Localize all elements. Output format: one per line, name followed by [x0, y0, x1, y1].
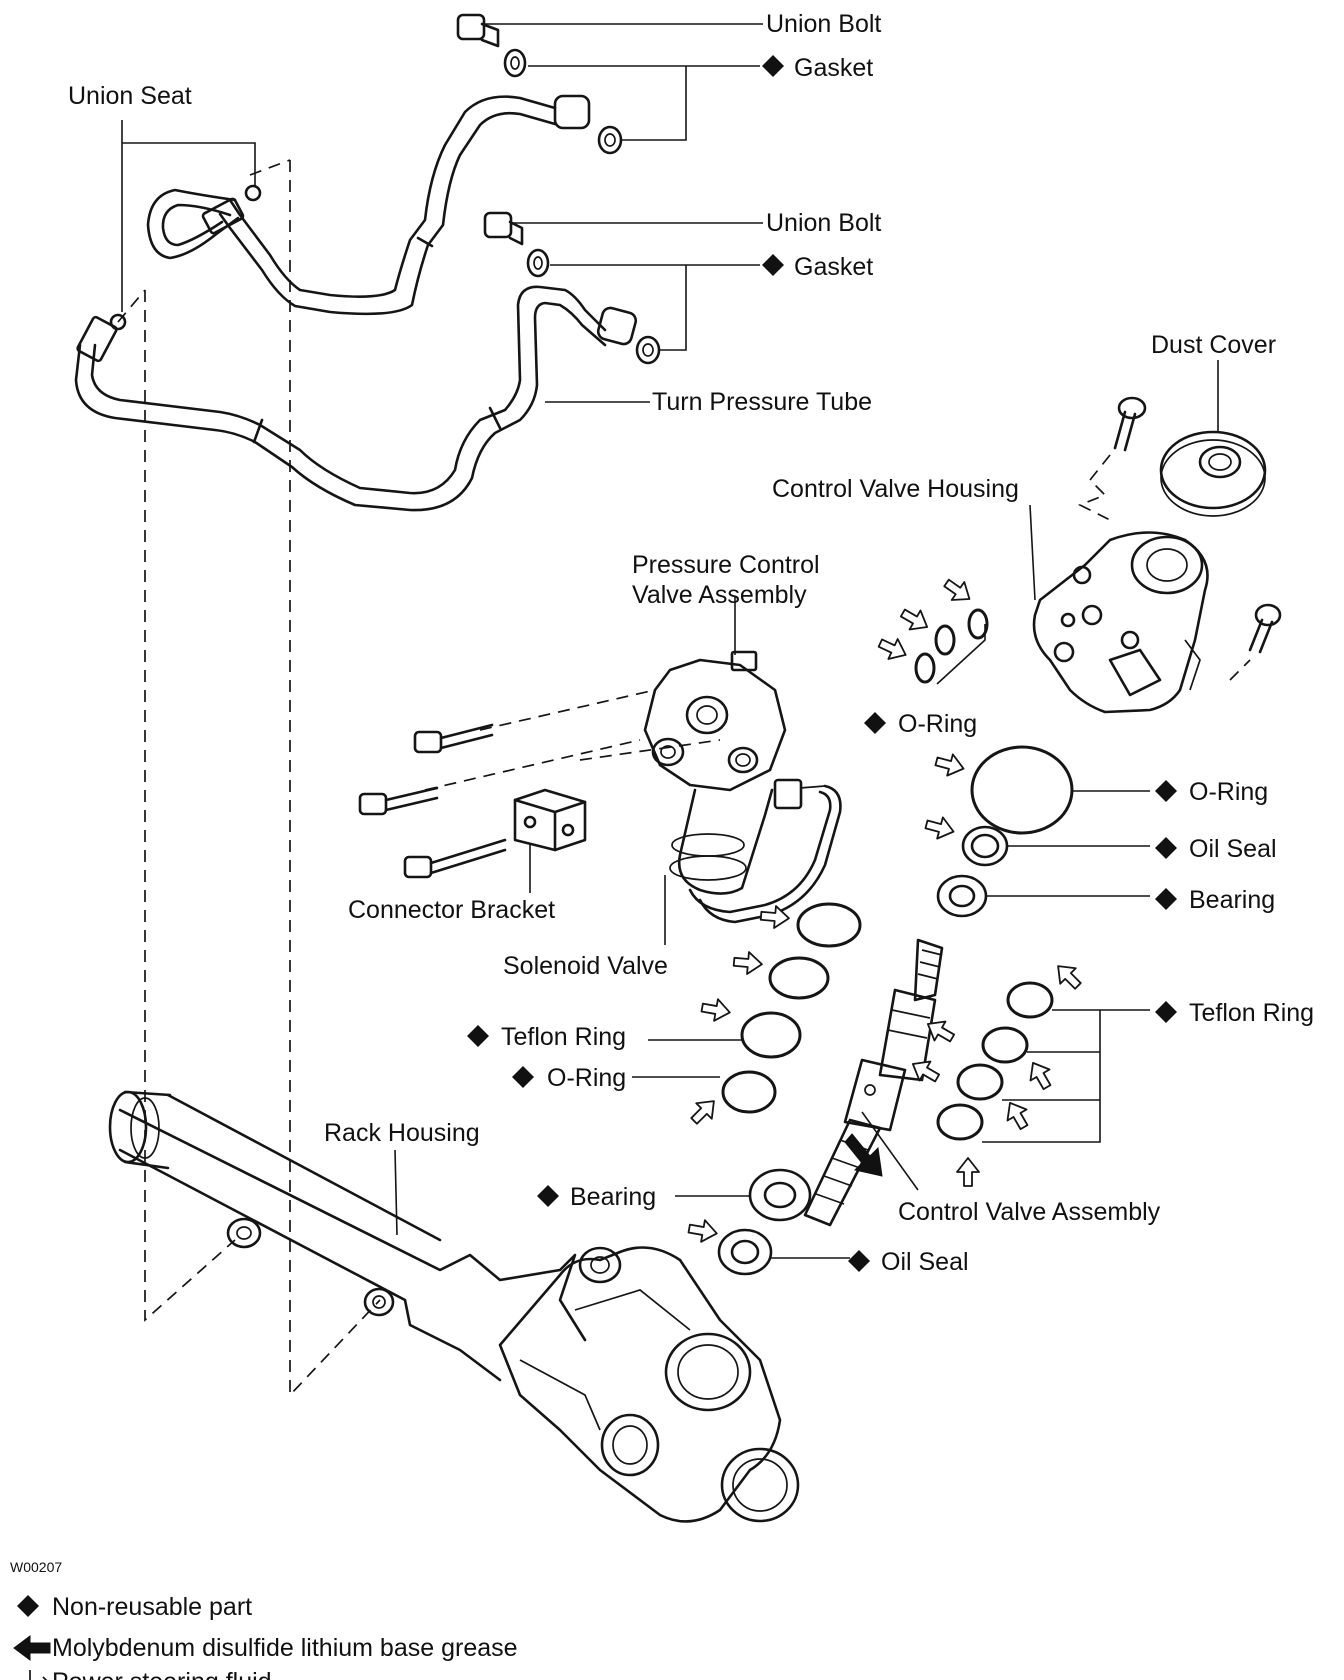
part-labels: Union Bolt Gasket Union Seat Union Bolt … [68, 10, 1314, 1276]
control-valve-assembly-drawing [803, 938, 944, 1227]
union-bolts-and-gaskets-drawing [456, 13, 661, 365]
label-oil-seal-right: Oil Seal [1189, 835, 1277, 863]
filled-diamond-icon [467, 1025, 489, 1047]
label-turn-pressure-tube: Turn Pressure Tube [652, 388, 872, 416]
label-bearing-lower: Bearing [570, 1183, 656, 1211]
label-dust-cover: Dust Cover [1151, 331, 1276, 359]
hollow-arrow-icon [732, 949, 764, 977]
label-union-seat: Union Seat [68, 82, 192, 110]
label-rack-housing: Rack Housing [324, 1119, 480, 1147]
hollow-arrow-icon [922, 812, 958, 844]
label-bearing-right: Bearing [1189, 886, 1275, 914]
o-rings-and-seals-drawing [717, 608, 1074, 1276]
filled-diamond-icon [1155, 837, 1177, 859]
filled-diamond-icon [762, 55, 784, 77]
hollow-arrow-icon [29, 1670, 48, 1680]
filled-diamond-icon [848, 1250, 870, 1272]
label-gasket-top: Gasket [794, 54, 873, 82]
hollow-arrow-icon [686, 1216, 720, 1246]
figure-code: W00207 [10, 1559, 62, 1575]
filled-diamond-icon [512, 1066, 534, 1088]
legend: Non-reusable part Molybdenum disulfide l… [13, 1593, 518, 1680]
assembly-guide-lines [117, 159, 1251, 1398]
lubrication-arrows [685, 573, 1087, 1246]
control-valve-housing-drawing [1032, 531, 1209, 714]
filled-diamond-icon [762, 254, 784, 276]
label-gasket-mid: Gasket [794, 253, 873, 281]
label-oil-seal-lower: Oil Seal [881, 1248, 969, 1276]
filled-diamond-icon [864, 712, 886, 734]
legend-item-fluid: Power steering fluid [52, 1668, 272, 1680]
hollow-arrow-icon [999, 1096, 1035, 1134]
dust-cover-drawing [1159, 430, 1267, 517]
label-pressure-control-valve-line1: Pressure Control [632, 551, 820, 579]
rack-housing-drawing [108, 1090, 800, 1523]
filled-diamond-icon [17, 1595, 39, 1617]
label-teflon-ring-left: Teflon Ring [501, 1023, 626, 1051]
label-o-ring-right: O-Ring [1189, 778, 1268, 806]
solid-arrow-icon [13, 1635, 51, 1661]
filled-diamond-icon [537, 1185, 559, 1207]
label-union-bolt-mid: Union Bolt [766, 209, 881, 237]
valve-mounting-bolts-drawing [358, 723, 507, 879]
connector-bracket-drawing [513, 788, 587, 852]
label-teflon-ring-right: Teflon Ring [1189, 999, 1314, 1027]
pressure-control-valve-drawing [643, 650, 842, 924]
hollow-arrow-icon [932, 749, 968, 781]
housing-bolts-drawing [1113, 396, 1282, 654]
turn-pressure-tube-drawing [74, 94, 638, 512]
legend-item-grease: Molybdenum disulfide lithium base grease [52, 1634, 518, 1662]
label-o-ring-left: O-Ring [547, 1064, 626, 1092]
filled-diamond-icon [1155, 780, 1177, 802]
label-o-ring-upper: O-Ring [898, 710, 977, 738]
hollow-arrow-icon [896, 602, 934, 638]
legend-item-non-reusable: Non-reusable part [52, 1593, 252, 1621]
label-control-valve-housing: Control Valve Housing [772, 475, 1019, 503]
label-union-bolt-top: Union Bolt [766, 10, 881, 38]
hollow-arrow-icon [1022, 1056, 1058, 1094]
hollow-arrow-icon [939, 573, 977, 609]
filled-diamond-icon [1155, 1001, 1177, 1023]
leader-lines [121, 23, 1219, 1259]
hollow-arrow-icon [956, 1157, 980, 1187]
hollow-arrow-icon [1049, 957, 1087, 995]
label-control-valve-assembly: Control Valve Assembly [898, 1198, 1161, 1226]
label-connector-bracket: Connector Bracket [348, 896, 555, 924]
label-pressure-control-valve-line2: Valve Assembly [632, 581, 807, 609]
filled-diamond-icon [1155, 888, 1177, 910]
hollow-arrow-icon [699, 995, 733, 1025]
solid-arrow-icon [844, 1133, 883, 1177]
label-solenoid-valve: Solenoid Valve [503, 952, 668, 980]
hollow-arrow-icon [685, 1092, 723, 1130]
hollow-arrow-icon [874, 632, 912, 666]
